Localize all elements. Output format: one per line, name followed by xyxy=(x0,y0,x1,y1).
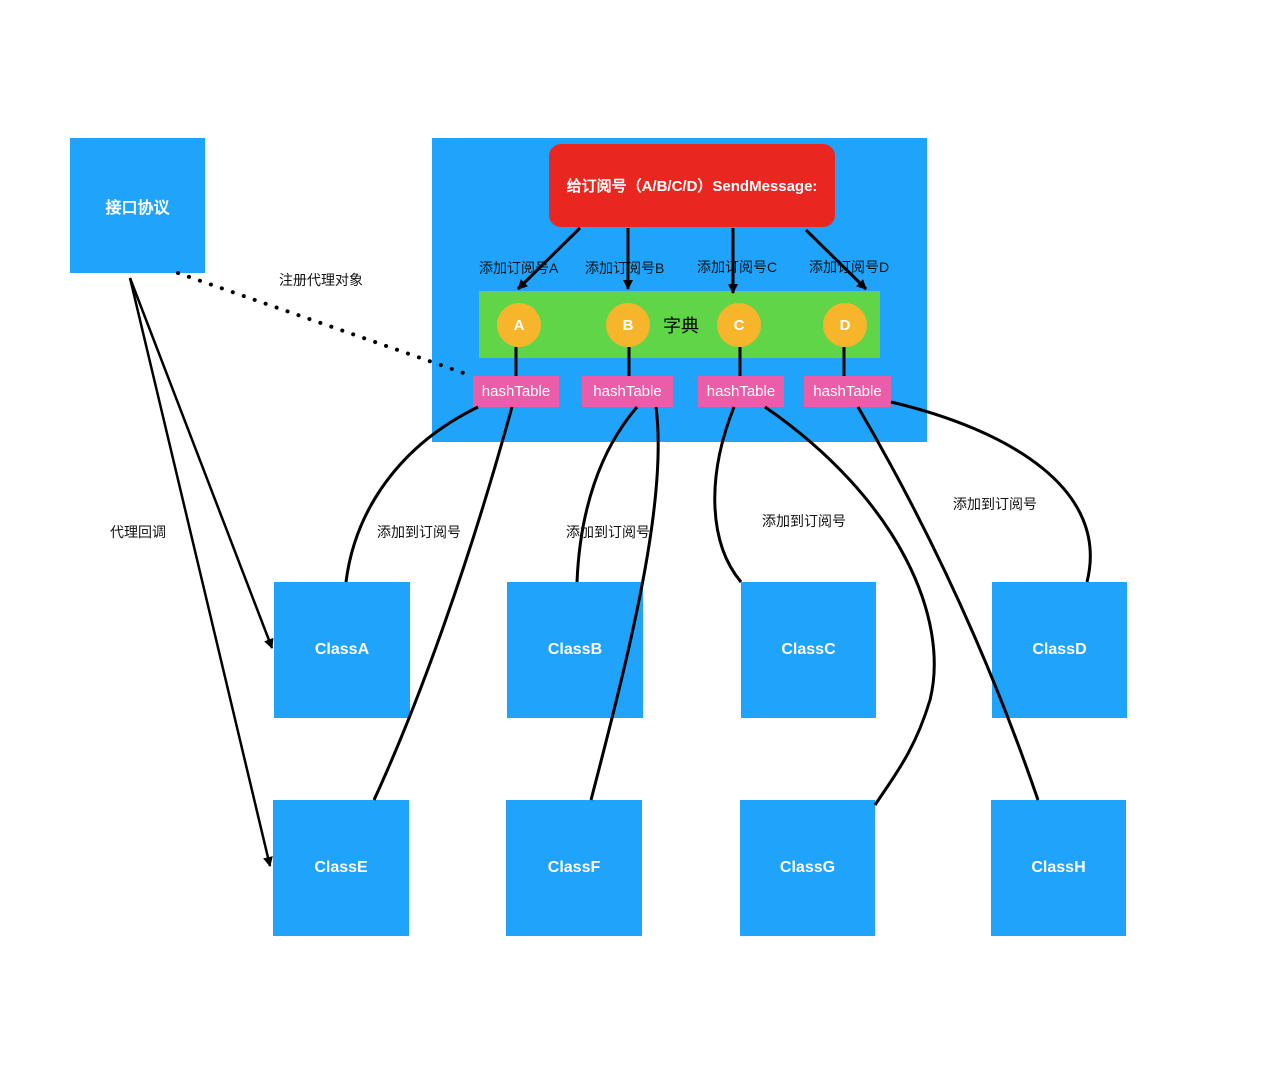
add-to-subscription-label: 添加到订阅号 xyxy=(762,513,846,529)
add-subscription-d-label: 添加订阅号D xyxy=(809,259,890,275)
add-to-subscription-label: 添加到订阅号 xyxy=(566,524,650,540)
key-b-node[interactable]: B xyxy=(606,303,650,347)
edge-callback-class-a xyxy=(128,277,274,649)
key-c-label: C xyxy=(733,316,745,334)
key-d-node[interactable]: D xyxy=(823,303,867,347)
add-subscription-b-label: 添加订阅号B xyxy=(585,260,665,276)
interface-protocol-node[interactable]: 接口协议 xyxy=(70,138,205,273)
register-delegate-label: 注册代理对象 xyxy=(279,272,363,288)
add-subscription-c-label: 添加订阅号C xyxy=(697,259,778,275)
class-h-label: ClassH xyxy=(1031,859,1086,876)
edge-callback-class-e xyxy=(128,277,273,867)
class-e-label: ClassE xyxy=(314,859,368,876)
add-to-subscription-label: 添加到订阅号 xyxy=(377,524,461,540)
hashtable-d-label: hashTable xyxy=(813,383,882,400)
key-d-label: D xyxy=(839,316,851,334)
dictionary-node[interactable] xyxy=(479,291,880,358)
class-c-node[interactable]: ClassC xyxy=(741,582,876,718)
hashtable-b-node[interactable]: hashTable xyxy=(582,376,673,407)
class-g-label: ClassG xyxy=(779,859,836,876)
delegate-callback-label: 代理回调 xyxy=(110,524,166,540)
class-g-node[interactable]: ClassG xyxy=(740,800,875,936)
dictionary-label: 字典 xyxy=(663,316,699,336)
class-b-label: ClassB xyxy=(547,641,603,658)
add-to-subscription-label: 添加到订阅号 xyxy=(953,496,1037,512)
hashtable-c-node[interactable]: hashTable xyxy=(698,376,784,407)
add-subscription-a-label: 添加订阅号A xyxy=(479,260,559,276)
key-c-node[interactable]: C xyxy=(717,303,761,347)
key-a-node[interactable]: A xyxy=(497,303,541,347)
send-message-label: 给订阅号（A/B/C/D）SendMessage: xyxy=(566,178,818,195)
hashtable-c-label: hashTable xyxy=(706,383,776,400)
class-a-label: ClassA xyxy=(314,641,370,658)
hashtable-a-node[interactable]: hashTable xyxy=(473,376,559,407)
class-f-label: ClassF xyxy=(547,859,601,876)
key-a-label: A xyxy=(513,316,525,334)
class-f-node[interactable]: ClassF xyxy=(506,800,642,936)
hashtable-b-label: hashTable xyxy=(593,383,662,400)
hashtable-d-node[interactable]: hashTable xyxy=(804,376,891,407)
class-d-label: ClassD xyxy=(1032,641,1087,658)
class-b-node[interactable]: ClassB xyxy=(507,582,643,718)
class-h-node[interactable]: ClassH xyxy=(991,800,1126,936)
hashtable-a-label: hashTable xyxy=(481,383,551,400)
class-d-node[interactable]: ClassD xyxy=(992,582,1127,718)
key-b-label: B xyxy=(622,316,634,334)
send-message-node[interactable]: 给订阅号（A/B/C/D）SendMessage: xyxy=(549,144,835,227)
class-a-node[interactable]: ClassA xyxy=(274,582,410,718)
interface-protocol-label: 接口协议 xyxy=(105,199,170,217)
class-c-label: ClassC xyxy=(781,641,836,658)
class-e-node[interactable]: ClassE xyxy=(273,800,409,936)
